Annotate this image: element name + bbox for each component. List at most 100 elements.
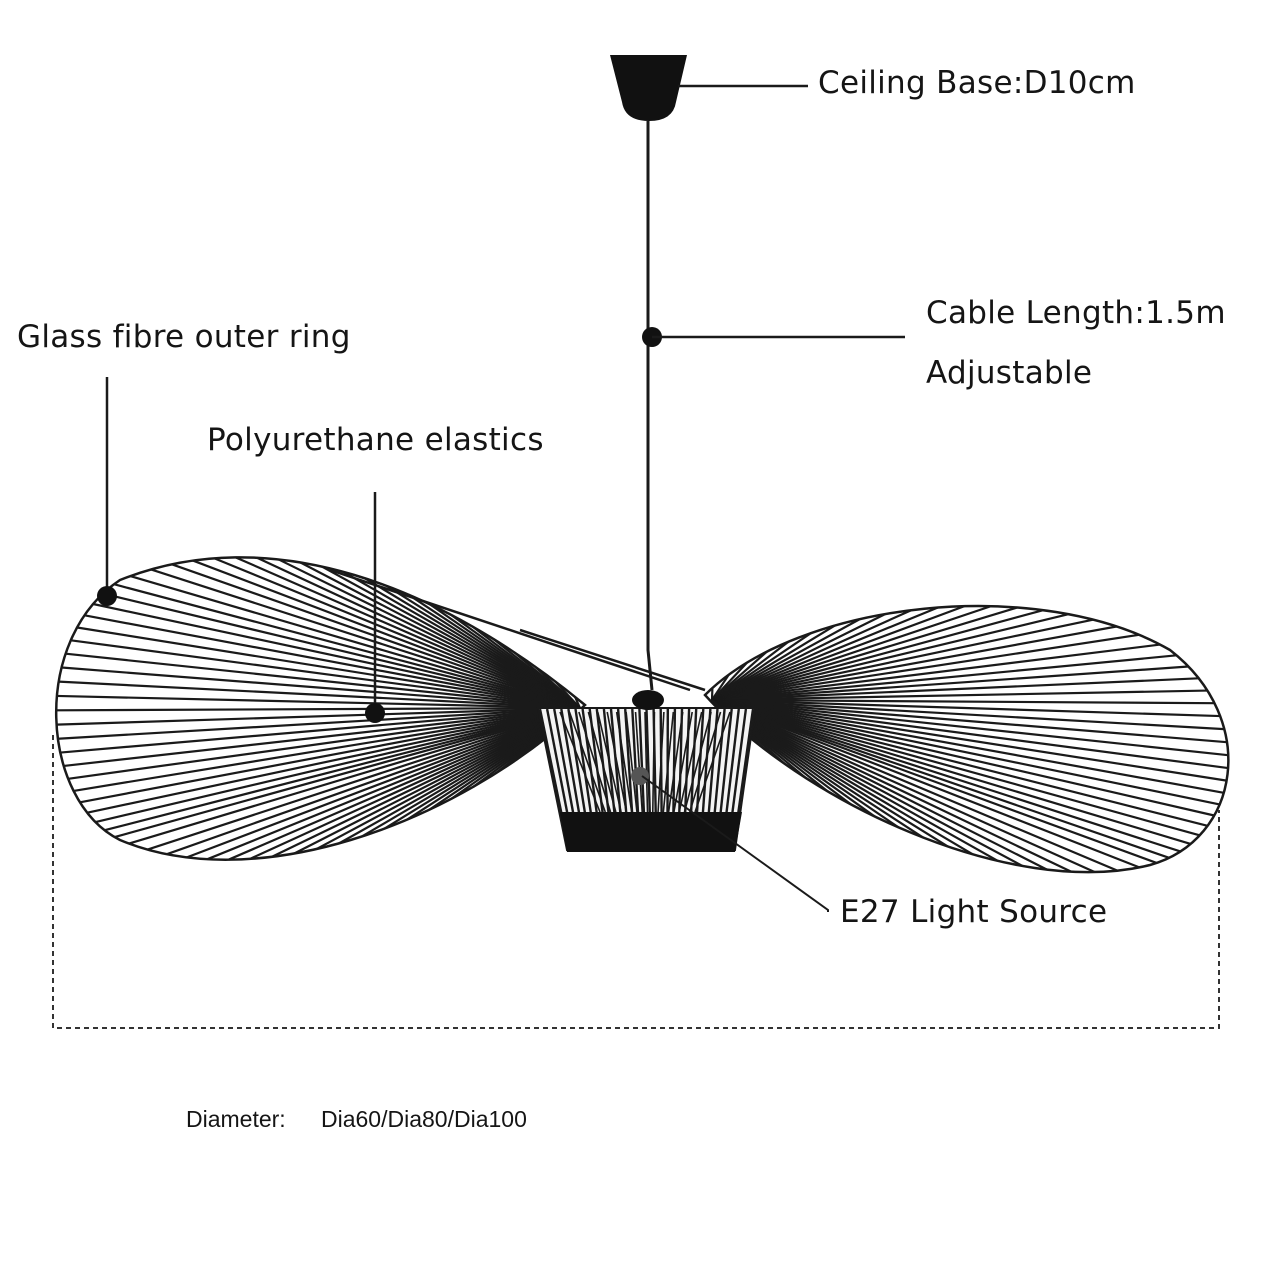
elastic-spoke bbox=[711, 605, 992, 702]
elastic-spoke bbox=[113, 583, 581, 710]
elastic-spoke bbox=[256, 556, 581, 709]
elastic-spoke bbox=[711, 625, 1117, 702]
elastic-spoke bbox=[711, 654, 1177, 702]
elastic-spoke bbox=[278, 558, 581, 709]
callout-line-light-source bbox=[641, 775, 829, 912]
diameter-title-label: Diameter: bbox=[186, 1106, 286, 1132]
elastic-spoke bbox=[711, 677, 1199, 702]
elastic-spoke bbox=[228, 706, 581, 861]
basket-inner-slat bbox=[683, 711, 712, 813]
basket-inner-slat bbox=[662, 711, 675, 813]
elastic-spoke bbox=[68, 706, 581, 780]
bulb-socket bbox=[632, 690, 664, 710]
elastic-spoke bbox=[79, 706, 581, 804]
elastic-spoke bbox=[711, 698, 1191, 845]
elastics-label: Polyurethane elastics bbox=[207, 422, 544, 458]
basket-inner-slat bbox=[568, 711, 607, 813]
elastic-spoke bbox=[711, 698, 1229, 757]
elastic-spoke bbox=[711, 698, 1225, 731]
elastic-spoke bbox=[711, 618, 1094, 702]
basket-inner-slat bbox=[596, 711, 622, 813]
elastic-spoke bbox=[192, 559, 581, 710]
elastic-spoke bbox=[95, 706, 581, 824]
elastic-spoke bbox=[711, 698, 1215, 705]
basket-inner-slat bbox=[615, 711, 633, 813]
elastic-spokes-right bbox=[710, 605, 1229, 874]
elastic-spoke bbox=[58, 680, 581, 710]
elastic-spoke bbox=[56, 706, 581, 726]
elastic-spoke bbox=[711, 698, 1224, 794]
elastic-spoke bbox=[73, 706, 581, 793]
basket-inner-slat bbox=[678, 711, 703, 813]
elastic-spoke bbox=[129, 575, 581, 710]
ceiling-base-label: Ceiling Base:D10cm bbox=[818, 65, 1136, 101]
basket-inner-slat bbox=[673, 711, 694, 813]
elastic-spoke bbox=[711, 698, 1140, 869]
elastic-spoke bbox=[711, 689, 1208, 702]
diameter-dimension-bracket bbox=[52, 735, 1220, 1029]
basket-inner-slat bbox=[634, 711, 644, 813]
callout-dot-elastics bbox=[365, 703, 385, 723]
elastic-spoke bbox=[711, 698, 1181, 853]
basket-inner-slat bbox=[578, 711, 612, 813]
elastic-spoke bbox=[711, 698, 1221, 718]
elastic-spoke bbox=[711, 606, 1018, 702]
basket-inner-slat bbox=[657, 711, 665, 813]
basket-inner-slat bbox=[644, 711, 649, 813]
elastic-spoke bbox=[711, 699, 1048, 871]
elastic-spoke bbox=[76, 626, 581, 710]
basket-inner-slat bbox=[587, 711, 617, 813]
elastic-spoke bbox=[87, 706, 581, 814]
elastic-spoke bbox=[166, 706, 581, 856]
elastic-spoke bbox=[711, 643, 1161, 702]
elastic-spoke bbox=[57, 706, 581, 740]
elastic-spoke bbox=[711, 698, 1118, 872]
elastic-spoke bbox=[711, 605, 965, 702]
basket-inner-slat bbox=[667, 711, 684, 813]
elastic-spoke bbox=[711, 698, 1208, 827]
elastic-spoke bbox=[186, 706, 581, 859]
elastic-spoke bbox=[711, 698, 1229, 770]
elastic-spoke bbox=[56, 694, 581, 710]
elastic-spoke bbox=[150, 568, 581, 710]
elastic-spoke bbox=[249, 706, 581, 860]
basket-inner-slat bbox=[688, 711, 722, 813]
elastic-spoke bbox=[128, 706, 581, 845]
elastic-spoke bbox=[235, 556, 581, 710]
elastic-spoke bbox=[711, 698, 1228, 744]
elastic-spoke bbox=[711, 618, 861, 701]
elastic-spoke bbox=[114, 706, 581, 839]
elastic-spoke bbox=[711, 698, 1215, 817]
crossing-strand bbox=[519, 628, 706, 692]
elastic-spoke bbox=[711, 698, 1200, 837]
elastic-spoke bbox=[104, 706, 581, 832]
basket-inner-slat bbox=[625, 711, 638, 813]
basket-inner-slat bbox=[651, 711, 656, 813]
cable-length-label: Cable Length:1.5m bbox=[926, 295, 1226, 331]
elastic-spoke bbox=[213, 557, 581, 710]
elastic-spoke bbox=[84, 614, 581, 710]
elastic-spoke bbox=[711, 609, 912, 702]
elastic-spoke bbox=[711, 613, 1069, 702]
elastic-spoke bbox=[70, 639, 581, 710]
elastic-spoke bbox=[711, 665, 1189, 702]
suspension-cable bbox=[646, 121, 654, 691]
basket-inner-slat bbox=[606, 711, 628, 813]
basket-bottom-band bbox=[560, 812, 742, 852]
elastic-spoke bbox=[56, 706, 581, 712]
elastic-spokes-left bbox=[56, 556, 582, 861]
elastic-spoke bbox=[711, 633, 1140, 702]
elastic-spoke bbox=[299, 561, 581, 709]
elastic-spoke bbox=[271, 707, 581, 858]
basket-inner-slat bbox=[559, 711, 601, 813]
outer-ring-left bbox=[54, 556, 587, 861]
elastic-spoke bbox=[711, 698, 1157, 864]
diameter-values-label: Dia60/Dia80/Dia100 bbox=[321, 1106, 527, 1132]
elastic-spoke bbox=[147, 706, 581, 851]
basket-inner-slat bbox=[694, 711, 731, 813]
outer-ring-label: Glass fibre outer ring bbox=[17, 319, 351, 355]
elastic-spoke bbox=[711, 613, 886, 701]
light-source-label: E27 Light Source bbox=[840, 894, 1108, 930]
elastic-spoke bbox=[92, 602, 581, 710]
